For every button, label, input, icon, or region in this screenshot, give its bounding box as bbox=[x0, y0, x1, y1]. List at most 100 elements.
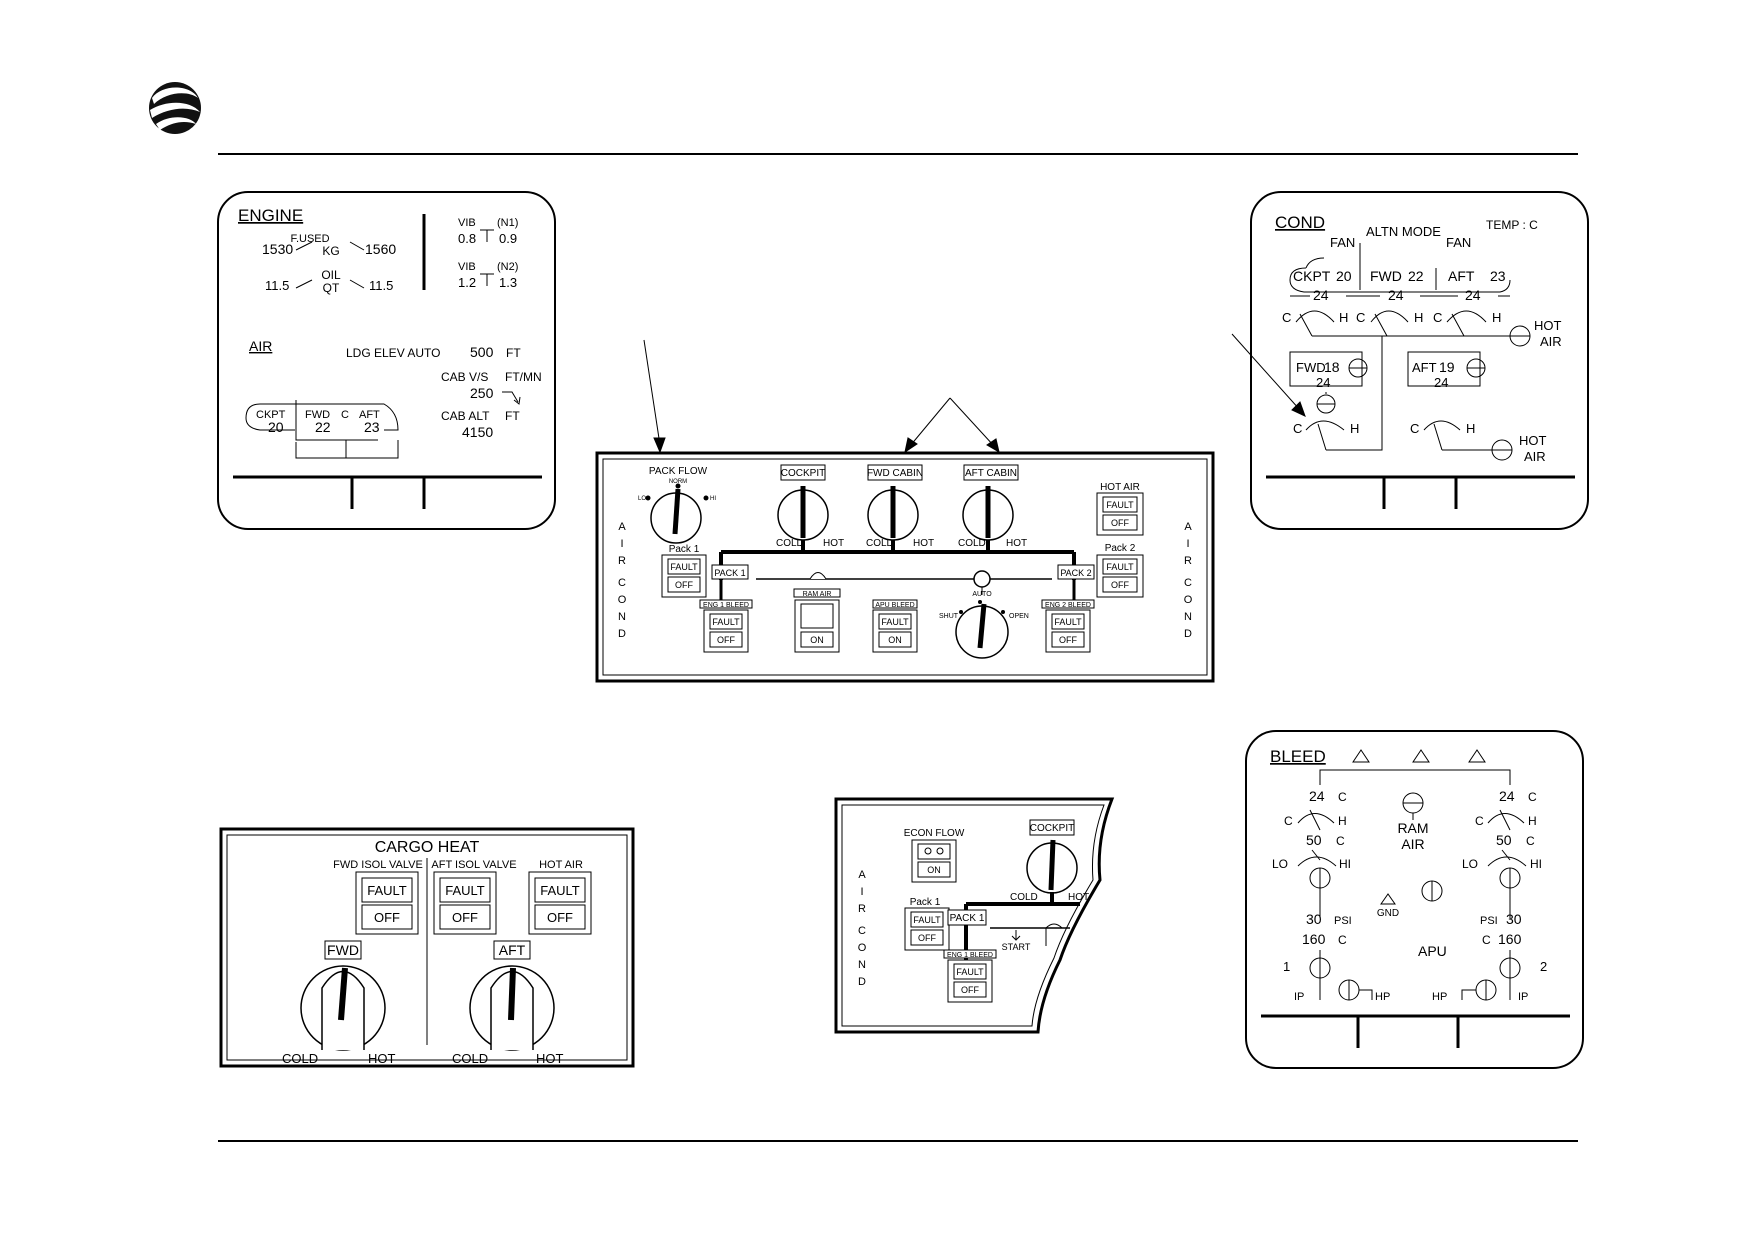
fwd-isol-label: FWD ISOL VALVE bbox=[333, 859, 423, 871]
side-left-5: O bbox=[618, 594, 627, 606]
hot-air-button[interactable]: FAULT OFF bbox=[1096, 492, 1144, 536]
econ-eng1-bleed-off: OFF bbox=[961, 985, 979, 995]
xbleed-auto: AUTO bbox=[972, 591, 992, 598]
fwd-cabin-cold: COLD bbox=[866, 538, 894, 549]
bleed-hi-right: HI bbox=[1530, 857, 1542, 871]
econ-side-0: A bbox=[858, 869, 866, 881]
pack1-tag: PACK 1 bbox=[714, 568, 745, 578]
bleed-psi-left: 30 bbox=[1306, 911, 1322, 927]
vib2-label: VIB bbox=[458, 261, 476, 273]
eng1-bleed-off: OFF bbox=[717, 635, 735, 645]
fwd-cargo-temp-knob[interactable] bbox=[300, 965, 386, 1051]
eng2-bleed-button[interactable]: FAULT OFF bbox=[1045, 609, 1091, 653]
pack-flow-hi: HI bbox=[710, 496, 716, 502]
apu-bleed-button[interactable]: FAULT ON bbox=[872, 609, 918, 653]
ldg-elev-unit: FT bbox=[506, 346, 521, 360]
econ-cold: COLD bbox=[1010, 892, 1038, 903]
cond-fwd-value: 22 bbox=[1408, 268, 1424, 284]
pack1-button[interactable]: FAULT OFF bbox=[661, 554, 707, 598]
duct-temp-2: 24 bbox=[1388, 287, 1404, 303]
econ-flow-panel: A I R C O N D ECON FLOW ON COCKPIT COLD … bbox=[834, 797, 1115, 1034]
bleed-temp-left-unit: C bbox=[1338, 790, 1347, 804]
fwd-cargo-h: H bbox=[1350, 421, 1359, 436]
vib1-label: VIB bbox=[458, 217, 476, 229]
fan-right: FAN bbox=[1446, 235, 1471, 250]
cockpit-temp-knob[interactable] bbox=[777, 486, 829, 541]
fwd-value: 22 bbox=[315, 419, 331, 435]
aft-cabin-temp-knob[interactable] bbox=[962, 486, 1014, 541]
bleed-h-left: H bbox=[1338, 814, 1347, 828]
ram-air-on: ON bbox=[810, 635, 824, 645]
cargo-hot-air-fault: FAULT bbox=[540, 883, 580, 898]
cargo-hot-air-1: HOT bbox=[1519, 433, 1547, 448]
pack2-button[interactable]: FAULT OFF bbox=[1096, 554, 1144, 598]
econ-cockpit-knob[interactable] bbox=[1026, 839, 1078, 894]
cond-ecam-page: COND TEMP : C ALTN MODE FAN FAN CKPT 20 … bbox=[1250, 191, 1589, 530]
cond-hot-air-2: AIR bbox=[1540, 334, 1562, 349]
bleed-pre-temp-right: 160 bbox=[1498, 931, 1522, 947]
pack-flow-lo: LO bbox=[638, 496, 646, 502]
cargo-heat-title: CARGO HEAT bbox=[375, 839, 480, 856]
pack-flow-knob[interactable] bbox=[650, 488, 702, 544]
aft-cargo-value: 19 bbox=[1439, 359, 1455, 375]
ldg-elev-label: LDG ELEV AUTO bbox=[346, 346, 440, 360]
aft-isol-button[interactable]: FAULT OFF bbox=[433, 871, 497, 935]
apu-label: APU bbox=[1418, 943, 1447, 959]
bleed-temp-right-unit: C bbox=[1528, 790, 1537, 804]
aft-cabin-label: AFT CABIN bbox=[965, 468, 1017, 479]
ip-left: IP bbox=[1294, 991, 1304, 1003]
aft-hot: HOT bbox=[536, 1051, 564, 1066]
econ-pack1-button[interactable]: FAULT OFF bbox=[904, 907, 950, 951]
econ-start-label: START bbox=[1002, 942, 1031, 952]
side-right-1: I bbox=[1186, 538, 1189, 550]
bleed-pre-temp-right-unit: C bbox=[1482, 933, 1491, 947]
fwd-cargo-c: C bbox=[1293, 421, 1302, 436]
bleed-h-right: H bbox=[1528, 814, 1537, 828]
econ-eng1-bleed-button[interactable]: FAULT OFF bbox=[947, 959, 993, 1003]
fwd-cabin-hot: HOT bbox=[913, 538, 934, 549]
apu-bleed-fault: FAULT bbox=[881, 617, 909, 627]
aft-cargo-h: H bbox=[1466, 421, 1475, 436]
apu-bleed-on: ON bbox=[888, 635, 902, 645]
fused-left: 1530 bbox=[262, 241, 293, 257]
ckpt-value: 20 bbox=[268, 419, 284, 435]
side-left-1: I bbox=[620, 538, 623, 550]
side-left-6: N bbox=[618, 611, 626, 623]
oil-unit: QT bbox=[323, 281, 340, 295]
econ-hot: HOT bbox=[1068, 892, 1089, 903]
pack1-fault: FAULT bbox=[670, 562, 698, 572]
ldg-elev-value: 500 bbox=[470, 344, 494, 360]
side-right-6: N bbox=[1184, 611, 1192, 623]
pack-flow-label: PACK FLOW bbox=[649, 466, 708, 477]
econ-flow-button[interactable]: ON bbox=[911, 839, 957, 883]
vib2-left: 1.2 bbox=[458, 275, 476, 290]
cond-c2: C bbox=[1356, 310, 1365, 325]
gnd-label: GND bbox=[1377, 908, 1399, 919]
fwd-hot: HOT bbox=[368, 1051, 396, 1066]
bleed-hi-left: HI bbox=[1339, 857, 1351, 871]
cargo-hot-air-2: AIR bbox=[1524, 449, 1546, 464]
eng1-bleed-button[interactable]: FAULT OFF bbox=[703, 609, 749, 653]
oil-left: 11.5 bbox=[265, 278, 289, 293]
fwd-isol-button[interactable]: FAULT OFF bbox=[355, 871, 419, 935]
ram-air-button[interactable]: ON bbox=[794, 599, 840, 653]
cab-vs-value: 250 bbox=[470, 385, 494, 401]
cond-aft-label: AFT bbox=[1448, 268, 1475, 284]
cargo-hot-air-button[interactable]: FAULT OFF bbox=[528, 871, 592, 935]
eng2-bleed-off: OFF bbox=[1059, 635, 1077, 645]
fwd-isol-fault: FAULT bbox=[367, 883, 407, 898]
c-label: C bbox=[341, 409, 349, 421]
aft-cargo-temp-knob[interactable] bbox=[469, 965, 555, 1051]
ram-air-label: RAM AIR bbox=[803, 591, 832, 598]
side-right-2: R bbox=[1184, 555, 1192, 567]
bleed-lo-right: LO bbox=[1462, 857, 1478, 871]
ram-air-2: AIR bbox=[1401, 836, 1424, 852]
xbleed-knob[interactable] bbox=[955, 603, 1009, 659]
econ-side-6: N bbox=[858, 959, 866, 971]
fwd-cabin-temp-knob[interactable] bbox=[867, 486, 919, 541]
bleed-psi-left-unit: PSI bbox=[1334, 915, 1352, 927]
eng2-label: 2 bbox=[1540, 959, 1547, 974]
cockpit-label: COCKPIT bbox=[781, 468, 825, 479]
bleed-press-right-unit: C bbox=[1526, 834, 1535, 848]
side-right-0: A bbox=[1184, 521, 1192, 533]
